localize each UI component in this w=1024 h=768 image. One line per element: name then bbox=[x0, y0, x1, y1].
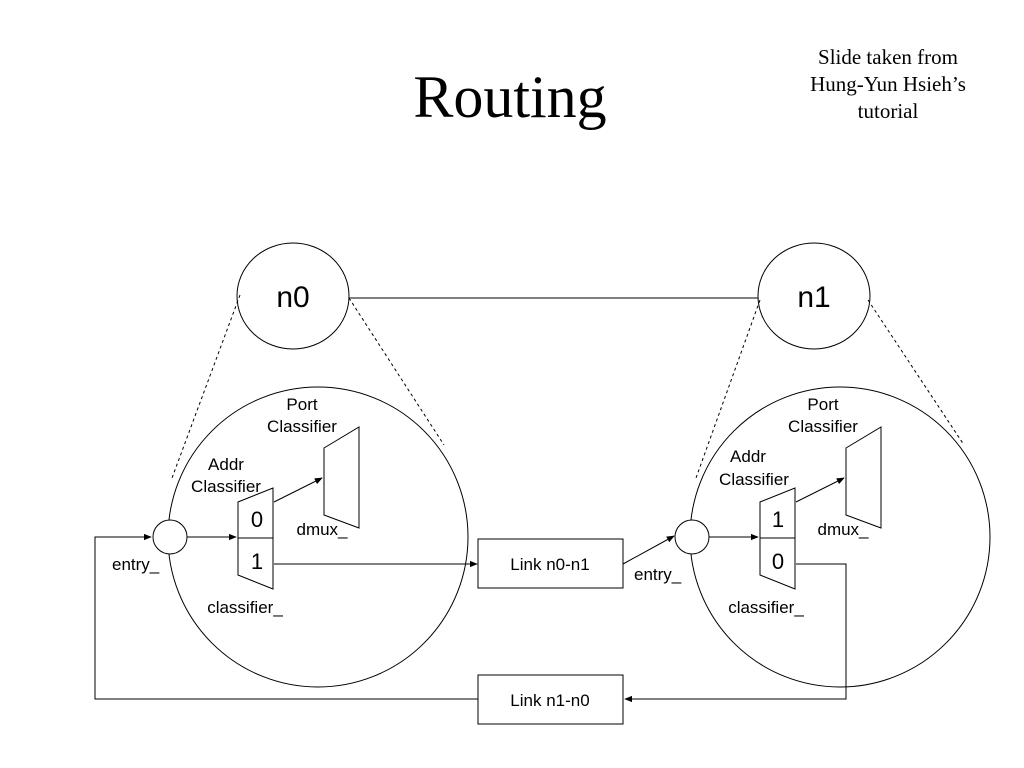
entry-label-n0: entry_ bbox=[112, 555, 160, 574]
node-n1-detail: entry_ 1 0 Addr Classifier classifier_ P… bbox=[634, 386, 991, 688]
port-classifier-label-2-n0: Classifier bbox=[267, 417, 337, 436]
slot0-to-dmux-arrow-n0 bbox=[273, 477, 323, 503]
slot0-to-link-path-n1 bbox=[624, 563, 847, 703]
port-classifier-dmux-n1 bbox=[845, 426, 882, 529]
node-n0-detail: entry_ 0 1 Addr Classifier classifier_ P… bbox=[112, 386, 478, 688]
link-n0-n1-box bbox=[477, 538, 624, 589]
entry-point-n0 bbox=[152, 519, 188, 555]
node-n0-label: n0 bbox=[276, 281, 309, 314]
zoom-guide-n0-left bbox=[171, 294, 241, 479]
dmux-label-n0: dmux_ bbox=[296, 520, 348, 539]
port-classifier-label-1-n0: Port bbox=[286, 395, 317, 414]
credit-line-3: tutorial bbox=[857, 99, 919, 123]
credit-line-2: Hung-Yun Hsieh’s bbox=[810, 72, 966, 96]
link-n1-n0-label: Link n1-n0 bbox=[510, 691, 589, 710]
link-n1-n0-box bbox=[477, 674, 624, 725]
credit-line-1: Slide taken from bbox=[818, 45, 958, 69]
port-classifier-dmux-n0 bbox=[323, 426, 360, 529]
entry-point-n1 bbox=[674, 519, 710, 555]
node-n1-label: n1 bbox=[797, 281, 830, 314]
link-to-entry-arrow-n1 bbox=[622, 535, 675, 565]
zoom-guide-n0-right bbox=[348, 297, 445, 446]
node-n1 bbox=[757, 242, 871, 350]
zoom-guide-n1-left bbox=[695, 299, 761, 479]
slide-credit: Slide taken from Hung-Yun Hsieh’s tutori… bbox=[772, 44, 1004, 125]
port-classifier-label-1-n1: Port bbox=[807, 395, 838, 414]
classifier-label-n0: classifier_ bbox=[207, 598, 283, 617]
slide-title: Routing bbox=[413, 64, 607, 130]
slot-bottom-n0: 1 bbox=[251, 549, 263, 574]
slot-bottom-n1: 0 bbox=[772, 549, 784, 574]
link-n0-n1-label: Link n0-n1 bbox=[510, 555, 589, 574]
addr-classifier-label-1-n0: Addr bbox=[208, 455, 244, 474]
addr-classifier-label-2-n1: Classifier bbox=[719, 470, 789, 489]
zoom-guide-n1-right bbox=[867, 299, 965, 446]
link-to-entry-path-n0 bbox=[94, 533, 478, 700]
slot-top-n0: 0 bbox=[251, 507, 263, 532]
dmux-label-n1: dmux_ bbox=[817, 520, 869, 539]
port-classifier-label-2-n1: Classifier bbox=[788, 417, 858, 436]
node-n0 bbox=[236, 242, 350, 350]
entry-label-n1: entry_ bbox=[634, 565, 682, 584]
slot1-to-dmux-arrow-n1 bbox=[795, 477, 845, 503]
addr-classifier-label-2-n0: Classifier bbox=[191, 477, 261, 496]
slot-top-n1: 1 bbox=[772, 507, 784, 532]
addr-classifier-label-1-n1: Addr bbox=[730, 447, 766, 466]
classifier-label-n1: classifier_ bbox=[728, 598, 804, 617]
